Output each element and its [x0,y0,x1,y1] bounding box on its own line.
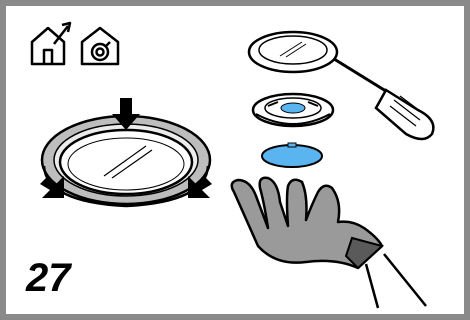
lamp-socket [253,94,333,126]
step-number: 27 [26,258,71,298]
illustration-canvas [12,12,470,320]
house-vent-out-icon [32,23,70,64]
house-recirculation-icon [82,28,118,64]
lamp-cover [249,32,337,72]
blue-lens [262,143,322,167]
gloved-hand [232,178,426,308]
screwdriver [326,54,433,139]
